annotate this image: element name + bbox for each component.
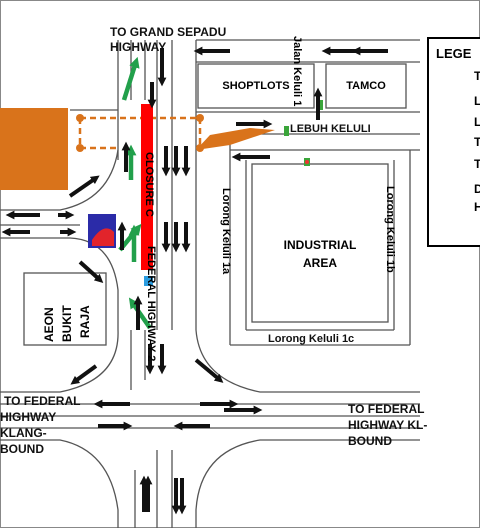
traffic-flow-arrows bbox=[1, 46, 388, 515]
legend-item-text: D bbox=[474, 182, 480, 196]
left-road-label-2: HIGHWAY bbox=[0, 410, 57, 424]
lebuh-keluli-label: LEBUH KELULI bbox=[290, 123, 371, 135]
grand-sepadu-label-1: TO GRAND SEPADU bbox=[110, 25, 227, 39]
shoplots-building bbox=[197, 63, 315, 109]
right-road-label-2: HIGHWAY KL- bbox=[348, 418, 428, 432]
right-road-label-3: BOUND bbox=[348, 434, 392, 448]
closure-bar bbox=[141, 104, 153, 270]
legend-item-text: T bbox=[474, 135, 480, 149]
industrial-label-1: INDUSTRIAL bbox=[283, 238, 357, 252]
lorong-keluli-1c-label: Lorong Keluli 1c bbox=[268, 333, 355, 345]
legend-item-text: T bbox=[474, 157, 480, 171]
legend-panel bbox=[427, 37, 480, 247]
shoplots-label: SHOPTLOTS bbox=[222, 80, 290, 92]
aeon-label-2: BUKIT bbox=[60, 305, 74, 342]
left-road-label-3: KLANG- bbox=[0, 426, 47, 440]
grand-sepadu-label-2: HIGHWAY bbox=[110, 40, 167, 54]
industrial-area-building bbox=[251, 163, 389, 323]
orange-area-block bbox=[0, 108, 68, 190]
legend-item-text: L bbox=[474, 115, 480, 129]
left-road-label-1: TO FEDERAL bbox=[4, 394, 81, 408]
aeon-building bbox=[23, 272, 107, 346]
tamco-building bbox=[325, 63, 407, 109]
lorong-keluli-1a-label: Lorong Keluli 1a bbox=[220, 188, 232, 275]
tamco-label: TAMCO bbox=[346, 80, 386, 92]
aeon-label-1: AEON bbox=[42, 307, 56, 342]
jalan-keluli-1-label: Jalan Keluli 1 bbox=[291, 36, 303, 107]
legend-title: LEGE bbox=[436, 46, 472, 61]
closure-label: CLOSURE C bbox=[143, 152, 155, 217]
federal-highway-2-label: FEDERAL HIGHWAY 2 bbox=[145, 246, 157, 362]
industrial-label-2: AREA bbox=[302, 256, 337, 270]
left-road-label-4: BOUND bbox=[0, 442, 44, 456]
legend-item-text: T bbox=[474, 69, 480, 83]
legend-item-text: H bbox=[474, 200, 480, 214]
right-road-label-1: TO FEDERAL bbox=[348, 402, 425, 416]
traffic-light-icons bbox=[284, 100, 323, 166]
aeon-label-3: RAJA bbox=[78, 305, 92, 338]
legend-item-text: L bbox=[474, 94, 480, 108]
